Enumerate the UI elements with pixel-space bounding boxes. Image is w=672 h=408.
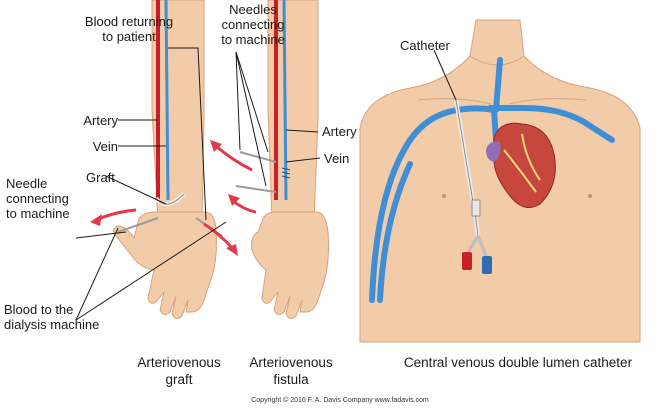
fistula-needle-top [239, 151, 277, 163]
right-forearm-with-fistula [210, 0, 329, 320]
copyright-notice: Copyright © 2016 F. A. Davis Company www… [251, 397, 429, 404]
label-needles-connecting: Needles connecting to machine [221, 2, 285, 47]
lumen-limb-red [466, 235, 480, 253]
arrow-fistula-top [215, 144, 253, 172]
label-catheter: Catheter [400, 38, 450, 53]
lumen-limb-blue [476, 235, 488, 257]
heart [493, 122, 556, 209]
leader-lines [75, 47, 457, 321]
label-vein-left: Vein [92, 139, 118, 154]
caption-cvc: Central venous double lumen catheter [403, 355, 633, 370]
right-vein [282, 0, 288, 201]
label-vein-right: Vein [324, 151, 350, 166]
label-needle-connecting: Needle connecting to machine [6, 176, 70, 221]
torso-veins [369, 57, 615, 303]
left-needle-tube [117, 217, 159, 233]
red-hub [462, 252, 472, 270]
blue-hub [482, 256, 492, 274]
label-artery-right: Artery [322, 124, 357, 139]
fistula-needle-bottom [235, 185, 277, 193]
label-graft: Graft [86, 170, 115, 185]
catheter-cuff [471, 199, 481, 217]
left-forearm-with-graft [90, 0, 238, 320]
label-blood-to-dialysis: Blood to the dialysis machine [4, 302, 100, 332]
left-vein [164, 0, 170, 201]
label-artery-left: Artery [83, 113, 118, 128]
torso-with-catheter [359, 19, 641, 343]
caption-av-graft: Arteriovenous graft [137, 355, 221, 387]
caption-av-fistula: Arteriovenous fistula [249, 355, 333, 387]
label-blood-returning: Blood returning to patient [84, 14, 174, 44]
